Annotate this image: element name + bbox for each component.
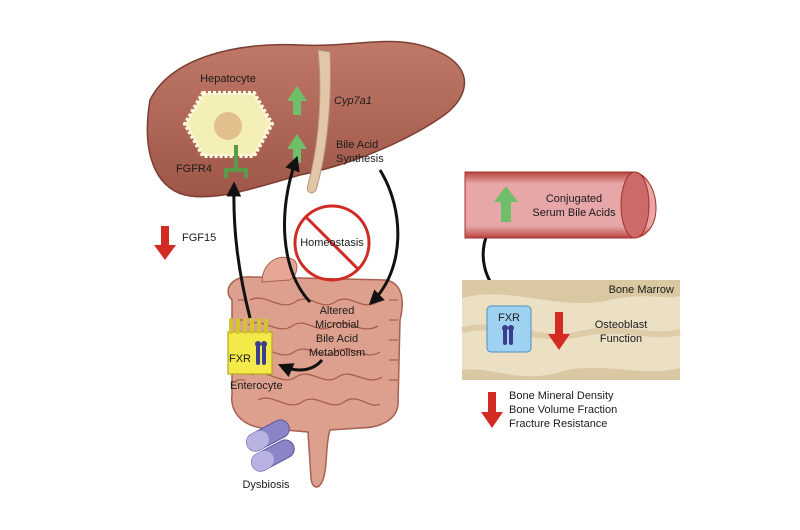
arrow-enterocyte-to-fgfr4 [226, 181, 252, 319]
serum-bile-acids-up-arrow-icon [494, 186, 518, 222]
hepatocyte-nucleus [214, 112, 242, 140]
blood-vessel [464, 171, 657, 239]
altered-line-3: Bile Acid [316, 333, 358, 345]
enterocyte-label: Enterocyte [230, 380, 283, 392]
altered-line-1: Altered [320, 305, 355, 317]
altered-line-2: Microbial [315, 319, 359, 331]
enterocyte-fxr-label: FXR [229, 353, 251, 365]
dysbiosis-capsule-icon [246, 419, 295, 472]
outcome-bone-mineral-density: Bone Mineral Density [509, 390, 614, 402]
dysbiosis-label: Dysbiosis [242, 479, 290, 491]
outcome-fracture-resistance: Fracture Resistance [509, 418, 607, 430]
bone-fxr-cell [486, 305, 532, 353]
bone-marrow-label: Bone Marrow [609, 284, 674, 296]
cyp7a1-label: Cyp7a1 [334, 95, 372, 107]
bone-marrow-panel [461, 280, 681, 380]
arrow-intestine-to-liver [283, 155, 312, 304]
arrow-liver-to-intestine [368, 169, 400, 306]
altered-metabolism-label: Altered Microbial Bile Acid Metabolism [309, 305, 365, 359]
vessel-label-2: Serum Bile Acids [532, 207, 616, 219]
bile-acid-synthesis-label-2: Synthesis [336, 153, 384, 165]
homeostasis-label: Homeostasis [300, 237, 364, 249]
osteoblast-label-1: Osteoblast [595, 319, 648, 331]
osteoblast-label-2: Function [600, 333, 642, 345]
fgfr4-receptor-icon [224, 145, 248, 178]
fgf15-label: FGF15 [182, 232, 216, 244]
outcomes-down-arrow-icon [481, 392, 503, 428]
bile-acid-synthesis-label-1: Bile Acid [336, 139, 378, 151]
fxr-receptor-icon [255, 341, 267, 365]
hepatocyte-label: Hepatocyte [200, 73, 256, 85]
hepatocyte [182, 91, 275, 158]
outcome-bone-volume-fraction: Bone Volume Fraction [509, 404, 617, 416]
homeostasis-prohibited-icon [293, 204, 371, 282]
vessel-label-1: Conjugated [546, 193, 602, 205]
osteoblast-down-arrow-icon [548, 312, 570, 350]
fgf15-down-arrow-icon [154, 226, 176, 260]
enterocyte-cell [227, 318, 273, 375]
bone-fxr-receptor-icon [502, 325, 514, 345]
fgfr4-label: FGFR4 [176, 163, 212, 175]
altered-line-4: Metabolism [309, 347, 365, 359]
bone-fxr-label: FXR [498, 312, 520, 324]
arrow-metabolism-to-enterocyte [277, 358, 324, 378]
cyp7a1-up-arrow-icon [287, 86, 307, 163]
